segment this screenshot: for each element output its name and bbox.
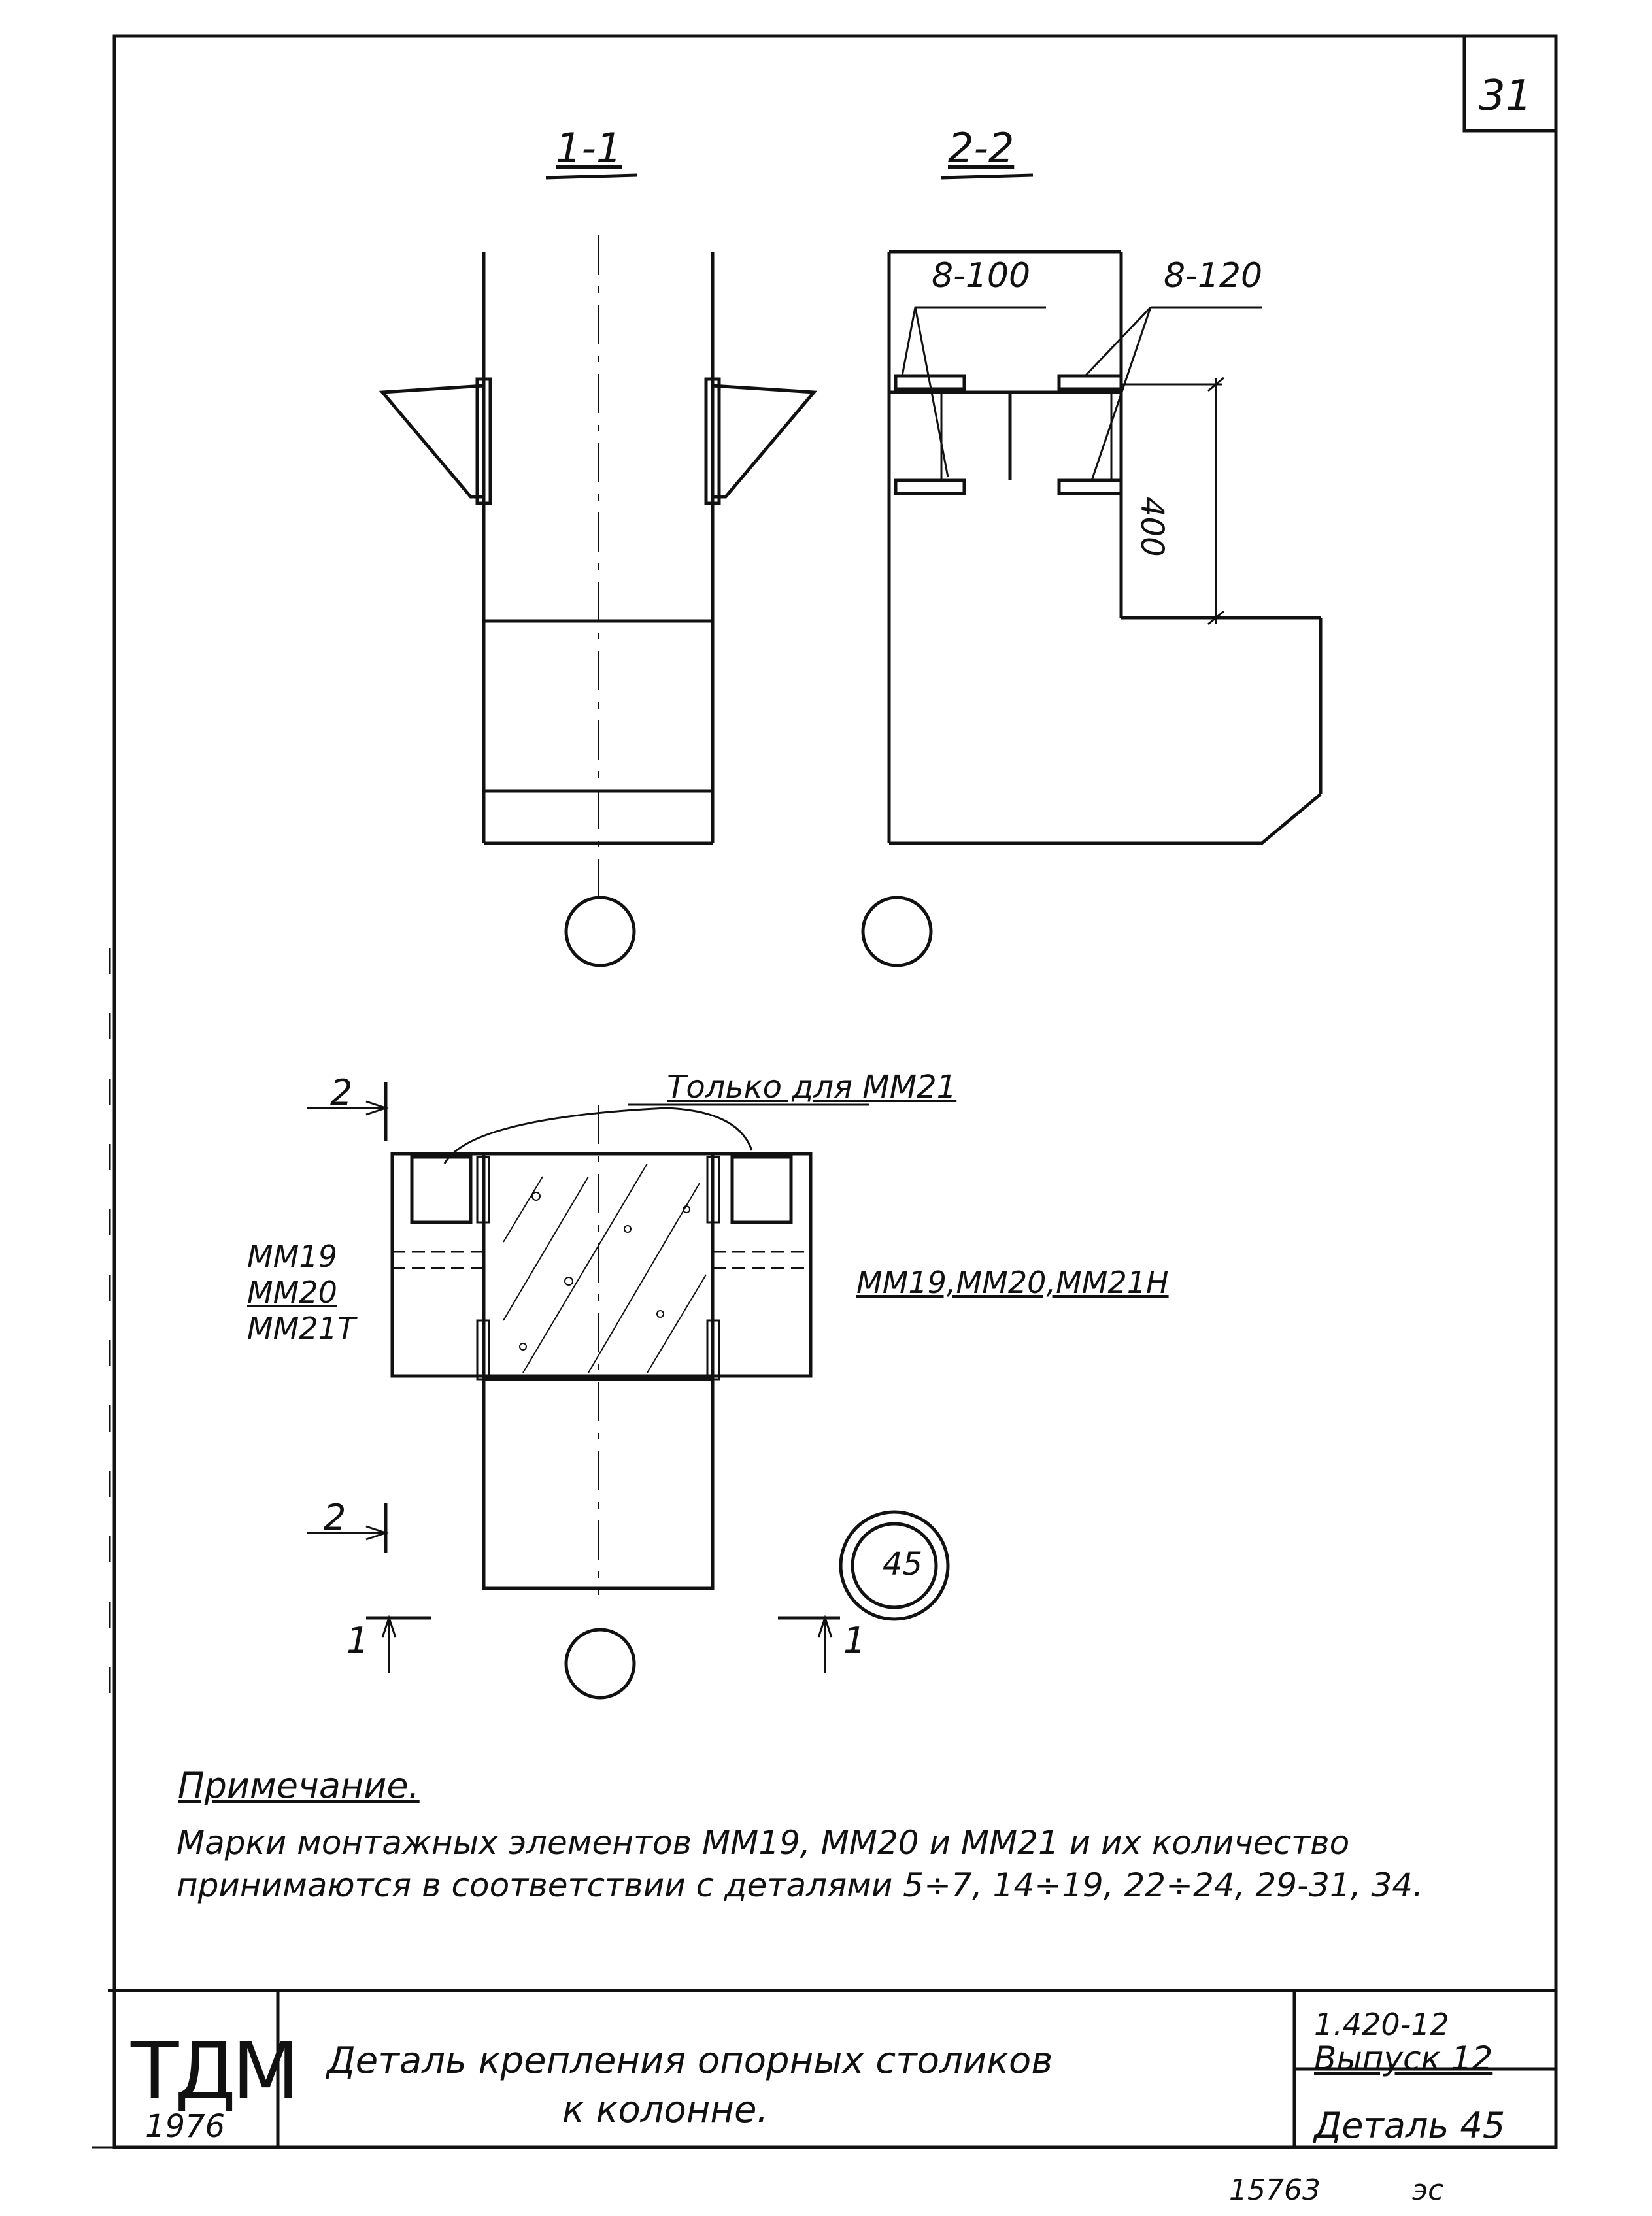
section-2-2	[861, 173, 1323, 967]
cut-markers	[307, 1082, 840, 1673]
cut-2-bottom-label: 2	[324, 1497, 346, 1538]
mark-left-mm20: ММ20	[247, 1275, 337, 1310]
dimension-400: 400	[1134, 497, 1170, 557]
rebar-label-8-120: 8-120	[1164, 256, 1263, 295]
rebar-label-8-100: 8-100	[932, 256, 1031, 295]
title-line-1: Деталь крепления опорных столиков	[327, 2040, 1053, 2082]
note-title: Примечание.	[178, 1765, 420, 1806]
year: 1976	[145, 2108, 226, 2145]
section-2-2-label: 2-2	[948, 124, 1015, 172]
cut-1-left-label: 1	[346, 1620, 369, 1661]
only-note: Только для ММ21	[667, 1069, 957, 1105]
section-1-1-label: 1-1	[556, 124, 622, 172]
note-line-2: принимаются в соответствии с деталями 5÷…	[177, 1866, 1424, 1904]
plan-view	[390, 1103, 950, 1700]
issue-number: Выпуск 12	[1314, 2040, 1493, 2077]
section-1-1	[379, 173, 818, 967]
note-line-1: Марки монтажных элементов ММ19, ММ20 и М…	[177, 1824, 1350, 1862]
sheet-frame	[92, 34, 1558, 2149]
tail-mark: эс	[1412, 2174, 1444, 2207]
archive-number: 15763	[1229, 2174, 1321, 2207]
mark-left-mm19: ММ19	[247, 1239, 337, 1274]
cut-2-top-label: 2	[330, 1072, 353, 1113]
detail-number-circle-label: 45	[883, 1546, 923, 1583]
mark-left-mm21t: ММ21Т	[247, 1311, 356, 1346]
cut-1-right-label: 1	[843, 1620, 866, 1661]
title-line-2: к колонне.	[562, 2089, 769, 2131]
series-number: 1.420-12	[1314, 2007, 1449, 2042]
org-logo: ТДМ	[131, 2026, 300, 2117]
sheet-number: 31	[1479, 72, 1532, 120]
mark-right: ММ19,ММ20,ММ21Н	[856, 1265, 1169, 1300]
detail-number: Деталь 45	[1314, 2105, 1506, 2146]
